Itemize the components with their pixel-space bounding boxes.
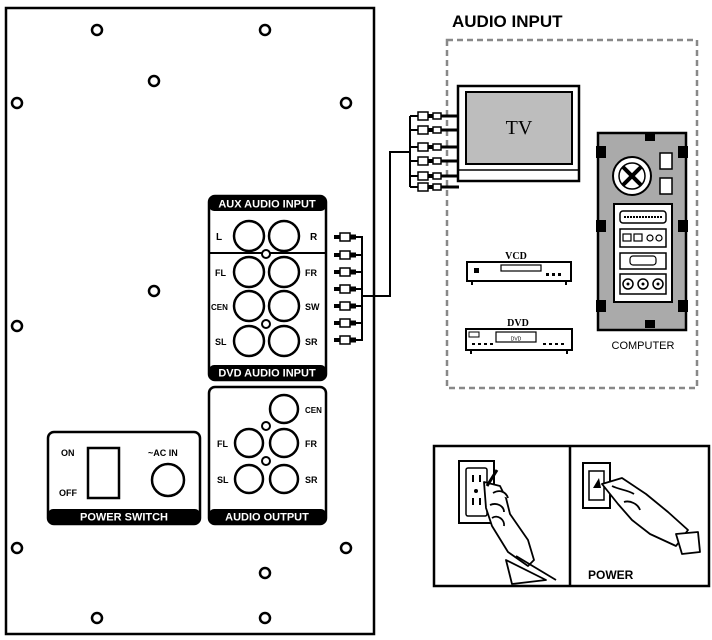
hand-switch-icon (601, 477, 701, 555)
dvd-sl-label: SL (215, 337, 227, 347)
dvd-fl-label: FL (215, 268, 226, 278)
audio-output-title: AUDIO OUTPUT (225, 512, 309, 524)
audio-output-block: AUDIO OUTPUT CEN FL FR SL SR (207, 385, 328, 526)
aux-l-jack[interactable] (232, 219, 266, 253)
rocker-switch[interactable] (86, 446, 121, 500)
switch-off-label: OFF (59, 488, 77, 498)
out-fl-jack[interactable] (233, 427, 265, 459)
ac-in-label: ~AC IN (148, 448, 178, 458)
power-switch-title: POWER SWITCH (80, 512, 168, 524)
out-sr-label: SR (305, 475, 318, 485)
dvd-label: DVD (507, 318, 529, 329)
vcd-player-icon: VCD (466, 251, 572, 285)
dvd-player-icon: DVD DVD (465, 318, 573, 354)
out-sr-jack[interactable] (268, 463, 300, 495)
audio-input-sources: AUDIO INPUT (445, 12, 699, 390)
dvd-sw-label: SW (305, 302, 320, 312)
dvd-sr-jack[interactable] (267, 324, 301, 358)
mounting-holes (10, 23, 353, 625)
rca-cable-bundle (334, 151, 410, 345)
dvd-sr-label: SR (305, 337, 318, 347)
aux-r-label: R (310, 232, 318, 243)
tv-label: TV (506, 117, 533, 139)
aux-input-title: AUX AUDIO INPUT (218, 199, 316, 211)
rca-plugs-panel (334, 232, 356, 345)
out-sl-label: SL (217, 475, 229, 485)
wall-switch-icon (582, 462, 611, 509)
svg-text:DVD: DVD (511, 337, 522, 343)
dvd-cen-jack[interactable] (232, 289, 266, 323)
power-label: POWER (588, 568, 634, 582)
aux-l-label: L (216, 232, 222, 243)
dvd-sw-jack[interactable] (267, 289, 301, 323)
out-sl-jack[interactable] (233, 463, 265, 495)
ac-inlet[interactable] (150, 462, 186, 498)
out-cen-jack[interactable] (268, 393, 300, 425)
dvd-cen-label: CEN (211, 303, 228, 312)
computer-label: COMPUTER (612, 340, 675, 352)
out-fr-label: FR (305, 439, 317, 449)
aux-r-jack[interactable] (267, 219, 301, 253)
vcd-label: VCD (505, 251, 527, 262)
computer-icon: COMPUTER (596, 131, 688, 352)
out-cen-label: CEN (305, 406, 322, 415)
dvd-fr-label: FR (305, 268, 317, 278)
dvd-input-title: DVD AUDIO INPUT (218, 368, 316, 380)
hand-plug-icon (483, 469, 557, 585)
power-instruction-box: POWER (432, 444, 711, 588)
dvd-fr-jack[interactable] (267, 255, 301, 289)
switch-on-label: ON (61, 448, 75, 458)
rca-plugs-tv (409, 111, 459, 192)
out-fl-label: FL (217, 439, 228, 449)
tv-icon: TV (456, 84, 581, 183)
dvd-fl-jack[interactable] (232, 255, 266, 289)
input-jack-block: AUX AUDIO INPUT DVD AUDIO INPUT L R FL F… (207, 194, 328, 382)
audio-input-title: AUDIO INPUT (452, 12, 563, 31)
power-switch-block: POWER SWITCH ON OFF ~AC IN (46, 430, 202, 526)
dvd-sl-jack[interactable] (232, 324, 266, 358)
out-fr-jack[interactable] (268, 427, 300, 459)
